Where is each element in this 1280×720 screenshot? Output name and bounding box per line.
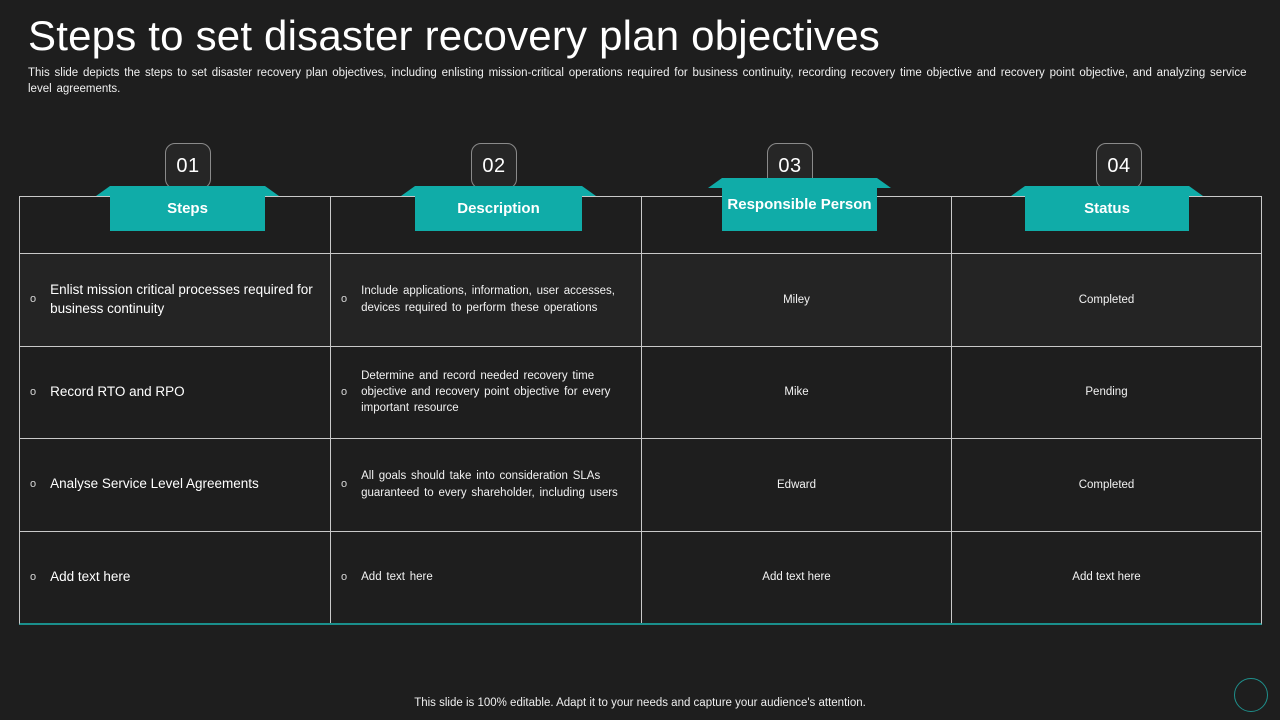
bullet-icon: o (341, 570, 348, 583)
bullet-icon: o (341, 385, 348, 398)
cell-status[interactable]: Add text here (1072, 571, 1141, 584)
step-badge-02[interactable]: 02 (471, 143, 517, 189)
step-badge-01[interactable]: 01 (165, 143, 211, 189)
decorative-circle-icon (1234, 678, 1268, 712)
cell-description-text: All goals should take into consideration… (361, 470, 618, 499)
column-header-description: Description (331, 186, 642, 253)
column-header-steps: Steps (20, 186, 331, 253)
cell-step[interactable]: o Enlist mission critical processes requ… (20, 254, 331, 346)
page-subtitle: This slide depicts the steps to set disa… (28, 67, 1247, 96)
cell-step[interactable]: o Add text here (20, 531, 331, 623)
table-header-row: Steps Description Responsible Person Sta… (20, 178, 1261, 254)
cell-step[interactable]: o Record RTO and RPO (20, 346, 331, 438)
cell-step-text: Analyse Service Level Agreements (50, 476, 259, 492)
cell-step[interactable]: o Analyse Service Level Agreements (20, 439, 331, 531)
table-row[interactable]: o Analyse Service Level Agreements o All… (20, 439, 1261, 532)
cell-description[interactable]: o Determine and record needed recovery t… (331, 346, 642, 438)
cell-status[interactable]: Completed (1078, 478, 1135, 491)
table-row[interactable]: o Record RTO and RPO o Determine and rec… (20, 346, 1261, 439)
cell-step-text: Enlist mission critical processes requir… (50, 282, 313, 316)
cell-description[interactable]: o Include applications, information, use… (331, 254, 642, 346)
cell-description-text: Include applications, information, user … (361, 285, 615, 314)
column-header-status-label: Status (1025, 186, 1189, 231)
cell-step-text: Add text here (50, 568, 131, 584)
column-header-responsible-person-label: Responsible Person (722, 178, 877, 231)
bullet-icon: o (30, 570, 37, 583)
cell-description-text: Add text here (361, 571, 433, 584)
page-title: Steps to set disaster recovery plan obje… (28, 12, 880, 59)
column-header-status: Status (952, 186, 1261, 253)
column-header-steps-label: Steps (110, 186, 265, 231)
cell-responsible-person[interactable]: Edward (642, 439, 952, 531)
cell-responsible-person[interactable]: Miley (642, 254, 952, 346)
objectives-table: Steps Description Responsible Person Sta… (19, 178, 1262, 625)
footer-note: This slide is 100% editable. Adapt it to… (414, 697, 866, 709)
bullet-icon: o (30, 293, 37, 306)
column-header-description-label: Description (415, 186, 582, 231)
step-badge-04[interactable]: 04 (1096, 143, 1142, 189)
bullet-icon: o (341, 293, 348, 306)
table-body: o Enlist mission critical processes requ… (20, 254, 1261, 623)
cell-responsible-person[interactable]: Mike (642, 346, 952, 438)
cell-status[interactable]: Pending (1085, 386, 1128, 399)
cell-description[interactable]: o Add text here (331, 531, 642, 623)
bullet-icon: o (30, 478, 37, 491)
table-row[interactable]: o Enlist mission critical processes requ… (20, 254, 1261, 347)
cell-responsible-person[interactable]: Add text here (642, 531, 952, 623)
slide-header: Steps to set disaster recovery plan obje… (0, 0, 1280, 98)
cell-step-text: Record RTO and RPO (50, 383, 185, 399)
cell-description[interactable]: o All goals should take into considerati… (331, 439, 642, 531)
table-row[interactable]: o Add text here o Add text here Add text… (20, 531, 1261, 623)
cell-status[interactable]: Completed (1078, 293, 1135, 306)
bullet-icon: o (30, 385, 37, 398)
column-header-responsible-person: Responsible Person (642, 178, 952, 253)
step-badge-row: 01 02 03 04 (19, 143, 1262, 189)
cell-description-text: Determine and record needed recovery tim… (361, 369, 611, 415)
bullet-icon: o (341, 478, 348, 491)
